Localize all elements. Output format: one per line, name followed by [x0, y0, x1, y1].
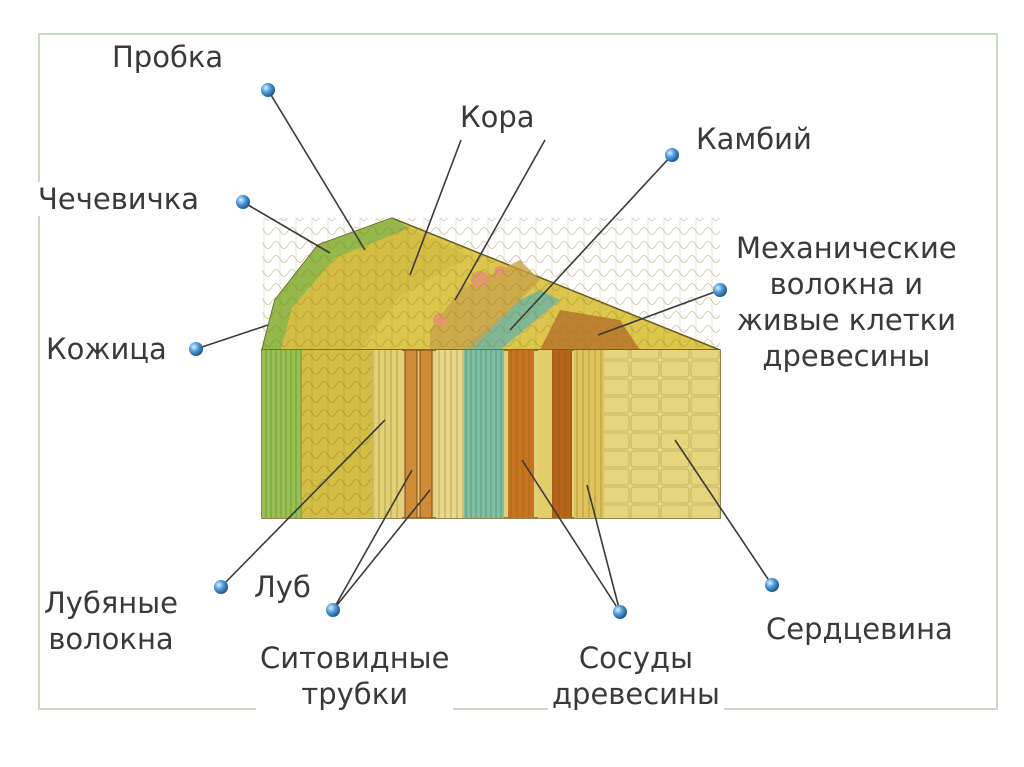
leader-lines: [195, 89, 773, 613]
label-phloem: Луб: [250, 570, 315, 604]
label-bast-fibers-line-1: Лубяные: [44, 586, 178, 620]
marker-dot-icon: [326, 603, 340, 617]
label-sieve-tubes: Ситовидные трубки: [256, 640, 454, 712]
label-mechanical-line-4: древесины: [762, 339, 931, 373]
marker-dot-icon: [189, 342, 203, 356]
label-wood-vessels-line-1: Сосуды: [578, 641, 693, 675]
label-bast-fibers-line-2: волокна: [48, 622, 174, 656]
label-cambium: Камбий: [692, 122, 816, 156]
label-sieve-tubes-line-2: трубки: [301, 677, 409, 711]
label-lenticel: Чечевичка: [34, 182, 204, 216]
marker-dots: [189, 83, 779, 619]
top-surface: [261, 217, 721, 351]
label-mechanical-line-1: Механические: [736, 231, 957, 265]
label-pith: Сердцевина: [762, 612, 957, 646]
label-epidermis: Кожица: [42, 332, 171, 366]
label-bark: Кора: [456, 100, 539, 134]
label-mechanical-line-3: живые клетки: [736, 303, 956, 337]
label-bast-fibers: Лубяные волокна: [40, 585, 182, 657]
label-wood-vessels-line-2: древесины: [552, 677, 720, 711]
marker-dot-icon: [214, 580, 228, 594]
marker-dot-icon: [613, 605, 627, 619]
label-sieve-tubes-line-1: Ситовидные: [260, 641, 450, 675]
front-surface: [261, 349, 721, 519]
marker-dot-icon: [236, 195, 250, 209]
label-wood-vessels: Сосуды древесины: [548, 640, 724, 712]
marker-dot-icon: [665, 148, 679, 162]
label-mechanical-fibers: Механические волокна и живые клетки древ…: [732, 230, 961, 374]
label-mechanical-line-2: волокна и: [769, 267, 924, 301]
diagram-frame: [38, 33, 998, 710]
marker-dot-icon: [713, 283, 727, 297]
marker-dot-icon: [765, 578, 779, 592]
label-cork: Пробка: [108, 40, 228, 74]
marker-dot-icon: [261, 83, 275, 97]
